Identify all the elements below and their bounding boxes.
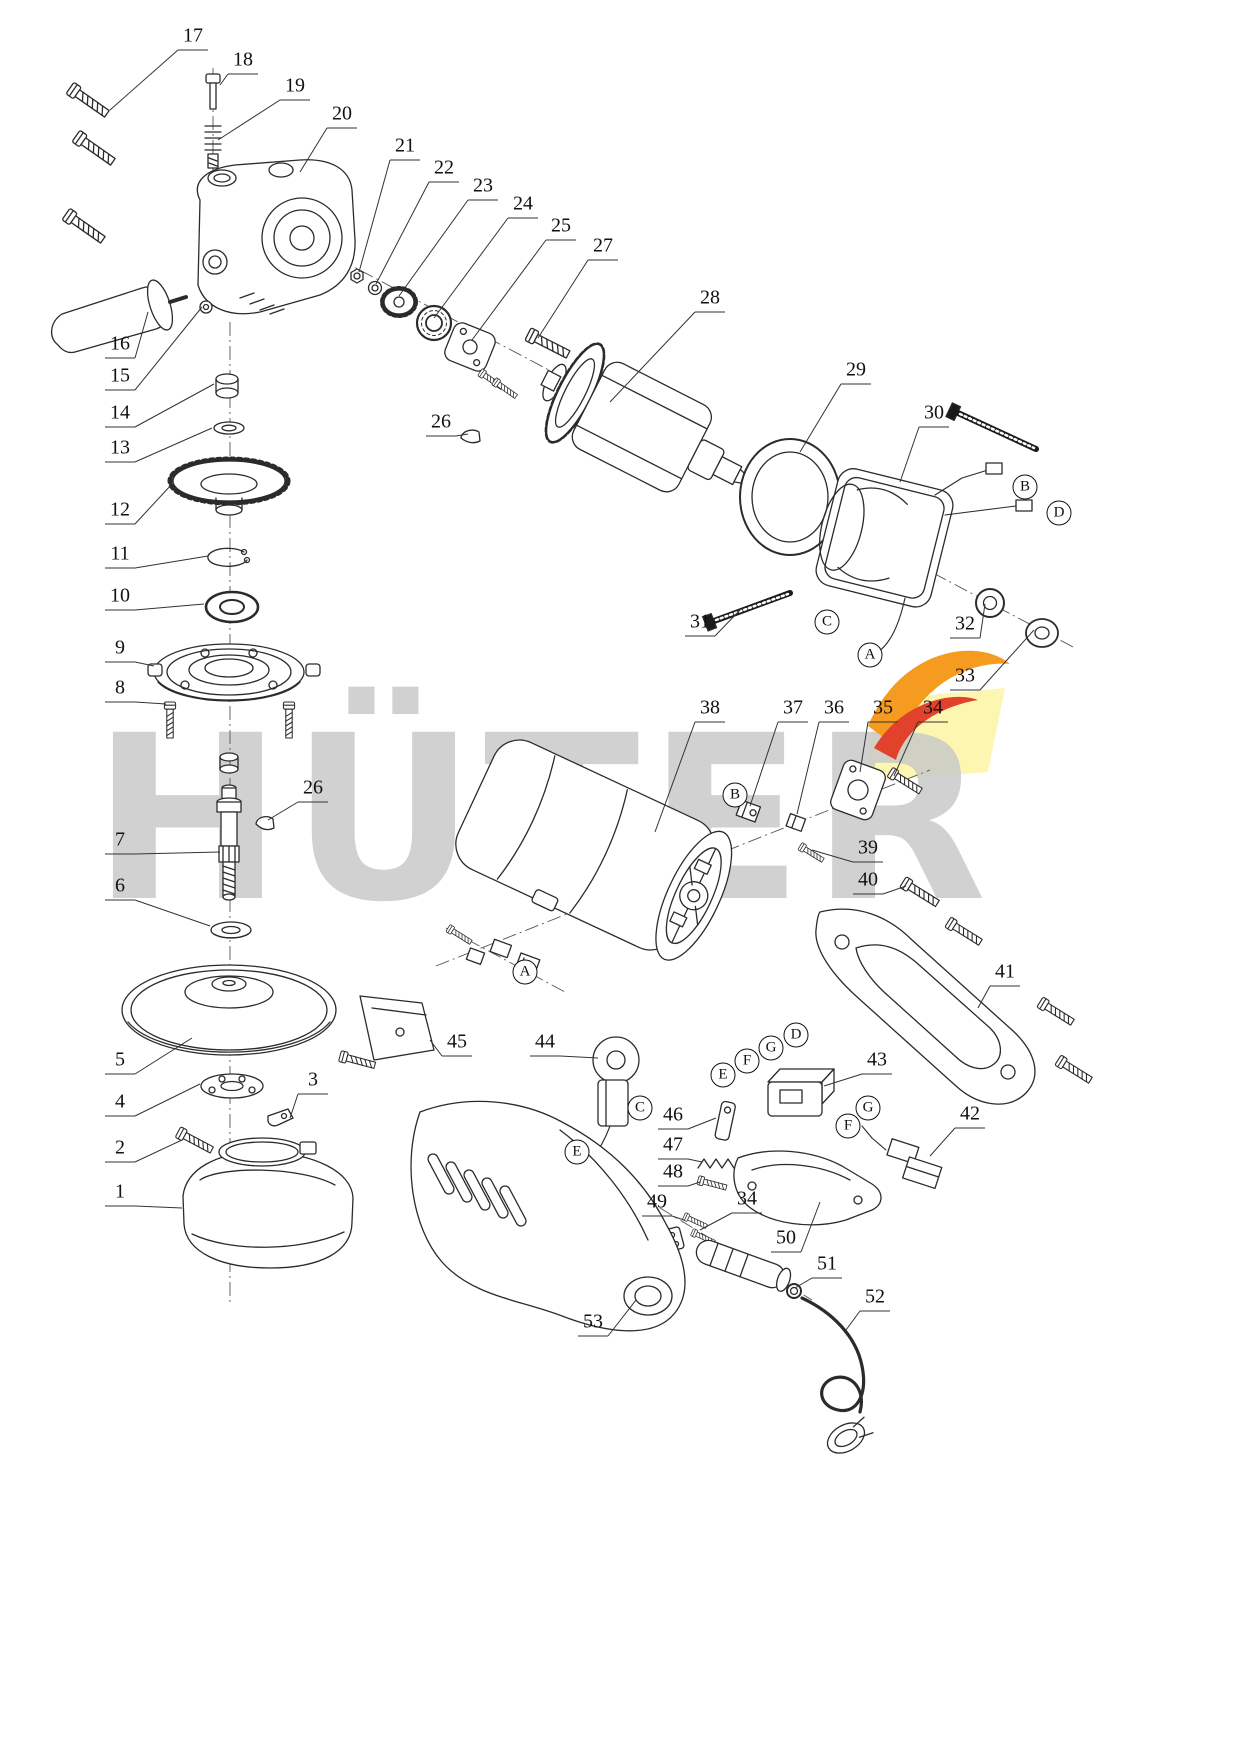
part-44-brush-bracket [575,1036,640,1176]
part-26-key-upper [460,429,481,444]
part-32-bearing [975,588,1005,618]
part-50-trigger [733,1150,882,1226]
part-21-nut [350,268,364,284]
part-51-cable-sleeve [695,1239,802,1299]
part-11-circlip [207,547,251,567]
part-15-ring [199,300,213,314]
spacer-bushing [219,752,239,774]
part-43-switch [767,1068,835,1117]
part-7-spindle [216,784,242,901]
part-31-long-bolt [702,590,793,632]
watermark-red-swoosh [874,696,978,760]
part-30-stator [815,462,1033,659]
part-19-spring [204,125,222,169]
part-2-guard-screw [174,1126,216,1156]
part-28-armature [540,342,763,493]
part-25-bearing-plate [444,322,519,401]
part-20-gear-housing [196,159,356,315]
part-45-deflector [338,995,435,1072]
part-14-sleeve [215,373,239,399]
part-3-clamp-lever [267,1108,294,1127]
part-41-rear-handle [815,908,1095,1105]
part-23-pinion-gear [380,286,418,318]
part-27-screw [524,327,572,362]
part-26-key-lower [255,816,275,831]
part-4-clamp-flange [200,1073,264,1099]
part-36-brush [785,812,807,832]
part-5-backing-disc [121,964,337,1056]
part-16-side-handle [51,279,188,354]
part-13-washer [213,421,245,435]
part-42-connector [861,1125,943,1190]
leader-lines [105,49,1035,1337]
part-46-lever [714,1100,736,1141]
part-33-bearing-ring [1025,618,1059,648]
part-17-housing-screws [61,81,118,247]
part-12-bevel-gear [167,456,291,516]
part-52-power-cable [800,1296,874,1454]
part-6-washer [210,921,252,939]
part-22-washer [367,280,383,296]
part-9-bearing-flange [147,643,321,702]
part-35-brush-cover [830,759,886,821]
part-24-bearing [415,304,453,342]
part-10-bearing [204,590,260,624]
part-48-screw [696,1175,728,1193]
part-bolt-top-right [945,402,1039,452]
part-18-bolt [205,73,221,110]
part-47-spring [697,1158,735,1169]
part-29-insulating-ring [739,438,841,556]
part-1-wheel-guard [182,1137,354,1269]
part-38-motor-housing [455,739,733,961]
